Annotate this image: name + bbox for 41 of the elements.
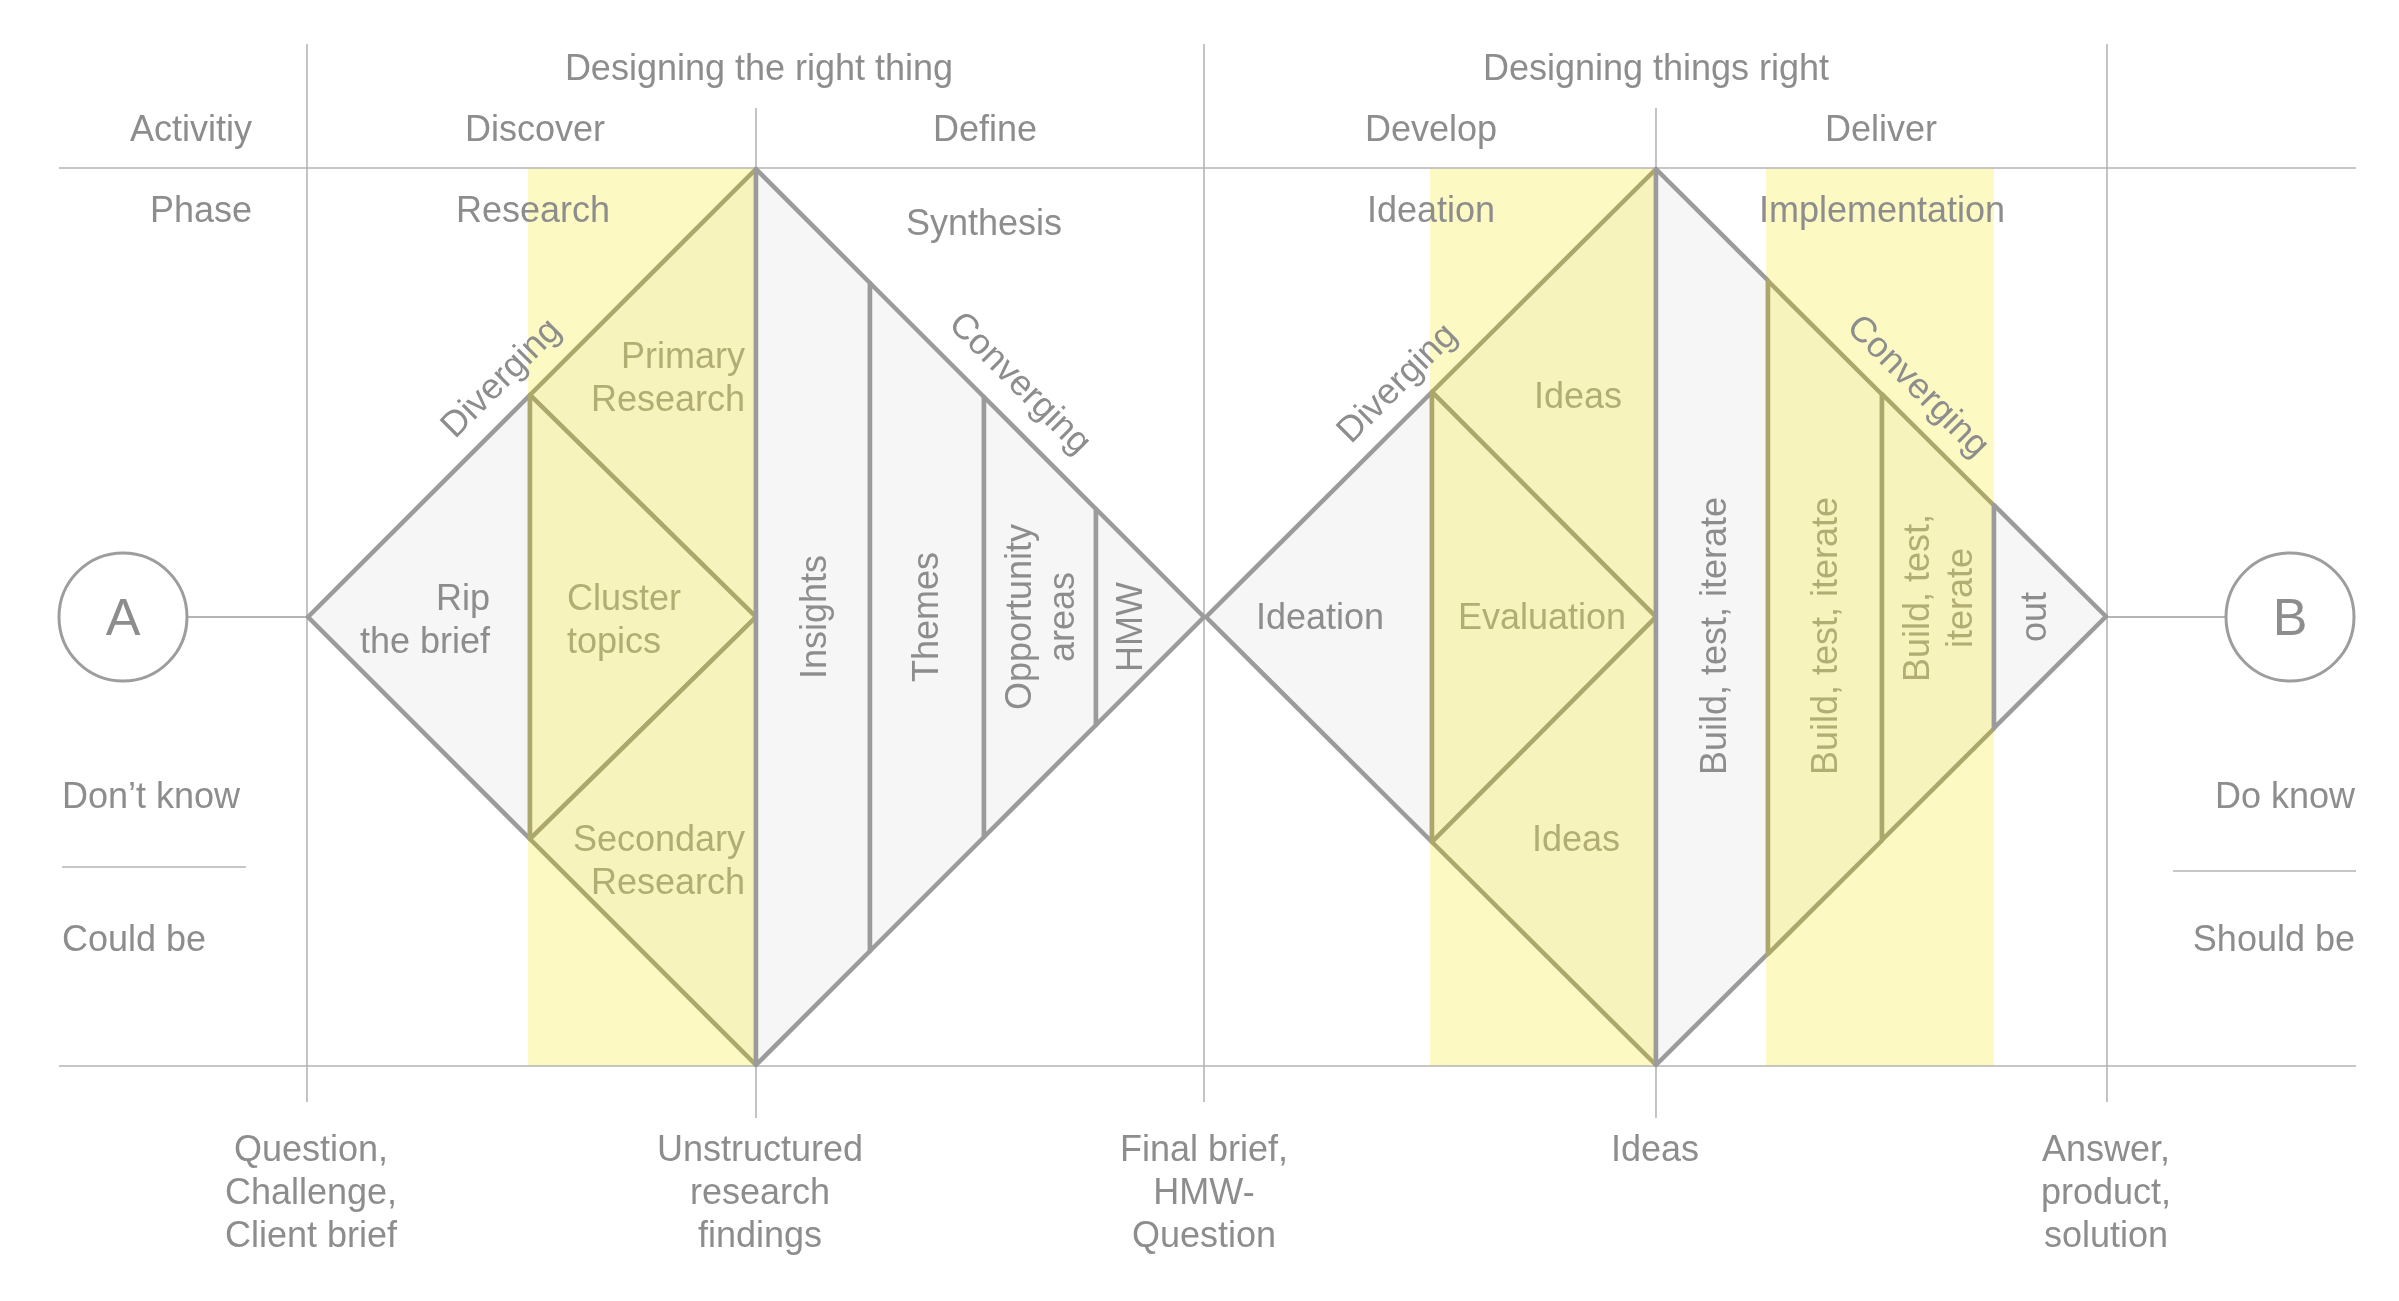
vertical-label: Build, test, iterate <box>1894 513 1981 683</box>
outcome-label: Ideas <box>1610 1127 1700 1171</box>
side-note: Do know <box>2214 774 2355 818</box>
outcome-label: Unstructured research findings <box>656 1127 864 1257</box>
phase-label: Ideation <box>1366 188 1496 232</box>
section-label: Secondary Research <box>572 816 745 904</box>
side-note: Should be <box>2192 917 2355 961</box>
outcome-label: Answer, product, solution <box>2040 1127 2172 1257</box>
vertical-label: Build, test, iterate <box>1692 496 1736 776</box>
section-label: Primary Research <box>590 333 745 421</box>
circle-letter: B <box>2272 586 2308 648</box>
vertical-label: Build, test, iterate <box>1803 496 1847 776</box>
group-heading: Designing things right <box>1482 46 1830 90</box>
section-label: Ideation <box>1255 595 1385 639</box>
section-label: Evaluation <box>1457 595 1627 639</box>
section-label: Ideas <box>1533 374 1623 418</box>
section-label: Ideas <box>1531 817 1621 861</box>
section-label: Cluster topics <box>567 575 682 663</box>
section-label: Rip the brief <box>359 575 490 663</box>
vertical-label: Insights <box>792 554 836 680</box>
phase-label: Implementation <box>1758 188 2006 232</box>
connector-line <box>2106 615 2226 619</box>
row-heading: Activitiy <box>130 107 252 151</box>
side-note: Could be <box>62 917 207 961</box>
vertical-label: HMW <box>1108 582 1152 672</box>
column-heading: Develop <box>1364 107 1498 151</box>
column-heading: Discover <box>465 107 605 151</box>
connector-line <box>187 615 308 619</box>
vertical-label: Opportunity areas <box>996 523 1083 711</box>
row-heading: Phase <box>149 188 252 232</box>
phase-label: Research <box>455 188 611 232</box>
outcome-label: Final brief, HMW-Question <box>1118 1127 1290 1257</box>
vertical-label: out <box>2012 591 2056 642</box>
phase-label: Synthesis <box>905 201 1063 245</box>
column-heading: Deliver <box>1825 107 1937 151</box>
vertical-label: Themes <box>904 552 948 682</box>
column-heading: Define <box>932 107 1038 151</box>
outcome-label: Question, Challenge, Client brief <box>224 1127 398 1257</box>
side-note: Don’t know <box>62 774 241 818</box>
group-heading: Designing the right thing <box>564 46 954 90</box>
circle-letter: A <box>105 586 141 648</box>
